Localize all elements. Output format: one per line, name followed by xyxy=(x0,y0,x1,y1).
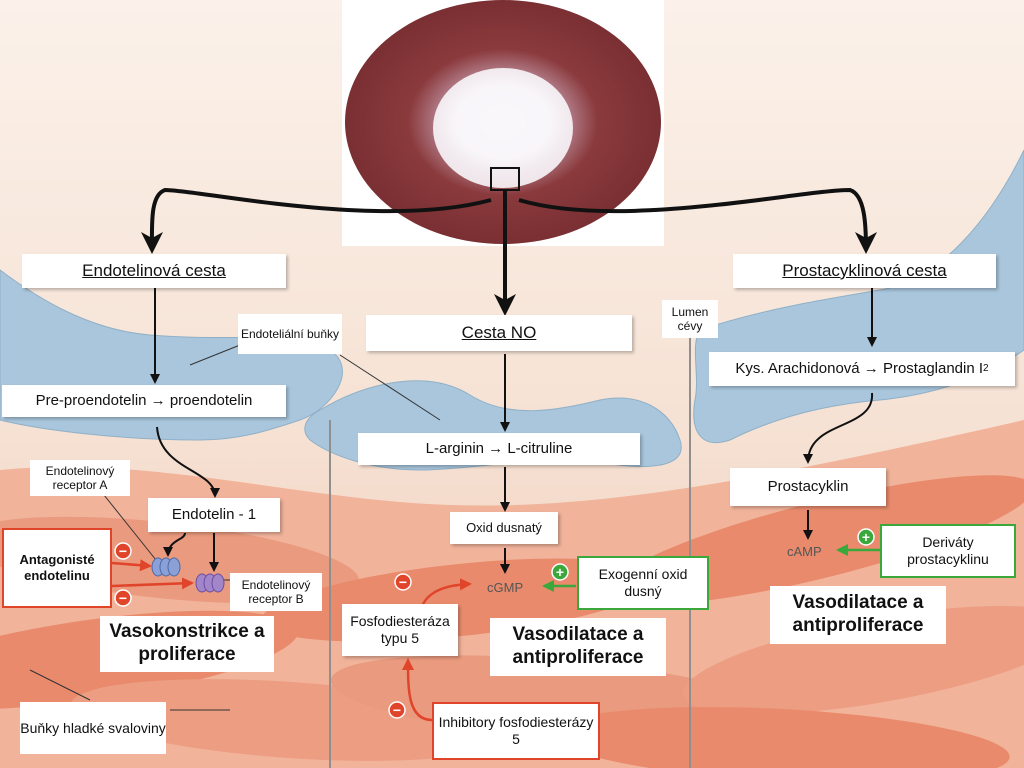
camp-label: cAMP xyxy=(787,544,822,559)
smooth-muscle-label: Buňky hladké svaloviny xyxy=(20,702,166,754)
endothelin-receptor-a-label: Endotelinový receptor A xyxy=(30,460,130,496)
nitric-oxide-node: Oxid dusnatý xyxy=(450,512,558,544)
pde5-node: Fosfodiesteráza typu 5 xyxy=(342,604,458,656)
leader-lines xyxy=(29,344,441,711)
endothelin-antagonists-box: Antagonisté endotelinu xyxy=(2,528,112,608)
lumen-label: Lumen cévy xyxy=(662,300,718,338)
endothelin-receptor-b-label: Endotelinový receptor B xyxy=(230,573,322,611)
prostacyclin-derivatives-box: Deriváty prostacyklinu xyxy=(880,524,1016,578)
vasoconstriction-effect: Vasokonstrikce a proliferace xyxy=(100,616,274,672)
endothelin-pathway-title: Endotelinová cesta xyxy=(22,254,286,288)
no-pathway-title: Cesta NO xyxy=(366,315,632,351)
pde5-inhibitors-box: Inhibitory fosfodiesterázy 5 xyxy=(432,702,600,760)
plus-sign: + xyxy=(556,564,564,580)
prostacyclin-pathway-title: Prostacyklinová cesta xyxy=(733,254,996,288)
pathway-arrows xyxy=(150,287,877,574)
l-arginine-node: L-arginin → L-citruline xyxy=(358,433,640,465)
endothelin-receptor-a-shape xyxy=(151,557,181,577)
minus-sign: − xyxy=(119,543,127,559)
endothelin-receptor-b-shape xyxy=(195,573,225,593)
plus-sign: + xyxy=(862,529,870,545)
pre-proendothelin-node: Pre-proendotelin → proendotelin xyxy=(2,385,286,417)
minus-sign: − xyxy=(393,702,401,718)
no-vasodilation-effect: Vasodilatace a antiproliferace xyxy=(490,618,666,676)
exogenous-no-box: Exogenní oxid dusný xyxy=(577,556,709,610)
cgmp-label: cGMP xyxy=(487,580,523,595)
prostacyclin-node: Prostacyklin xyxy=(730,468,886,506)
prostaglandin-subscript: 2 xyxy=(983,363,989,374)
endothelin-1-node: Endotelin - 1 xyxy=(148,498,280,532)
sign-circles xyxy=(114,528,875,719)
prostacyclin-vasodilation-effect: Vasodilatace a antiproliferace xyxy=(770,586,946,644)
arachidonic-acid-text: Kys. Arachidonová → Prostaglandin I xyxy=(735,360,984,377)
endothelial-cells-label: Endoteliální buňky xyxy=(238,314,342,354)
minus-sign: − xyxy=(119,590,127,606)
stimulation-arrows xyxy=(542,544,880,592)
minus-sign: − xyxy=(399,574,407,590)
main-arrows xyxy=(140,187,877,316)
